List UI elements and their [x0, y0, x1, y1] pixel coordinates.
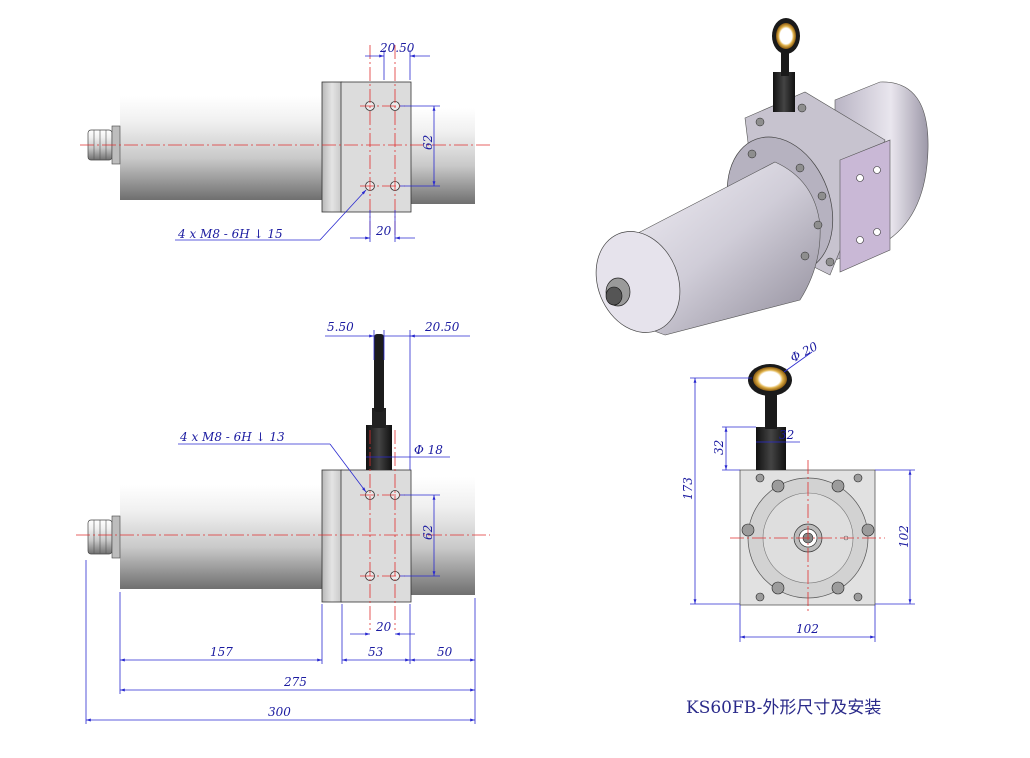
dim-flange-height: 102: [897, 525, 911, 548]
cylinder-body: [120, 485, 325, 589]
side-view: 5.50 20.50 Φ 18 4 x M8 - 6H ↓ 13 62 20 1…: [76, 320, 490, 724]
isometric-view: [595, 18, 929, 336]
rear-housing: [405, 108, 475, 204]
dim-slot-offset: 5.50: [327, 320, 354, 334]
dim-hole-spacing-h: 20: [375, 620, 392, 634]
flange-left: [321, 81, 343, 213]
dim-hole-spacing-v: 62: [421, 135, 435, 150]
dim-total-length-1: 275: [283, 675, 307, 689]
drawing-caption: KS60FB-外形尺寸及安装: [686, 698, 881, 718]
hole-note-side: 4 x M8 - 6H ↓ 13: [179, 430, 285, 444]
dim-body-length: 157: [210, 645, 233, 659]
flange-plate: [340, 81, 412, 213]
dim-flange-width: 53: [368, 645, 384, 659]
dim-clevis-height: 32: [712, 440, 726, 455]
dim-hole-spacing-v: 62: [421, 525, 435, 540]
cable-gland: [87, 515, 121, 559]
cylinder-body: [120, 96, 325, 200]
dim-total-length-2: 300: [268, 705, 291, 719]
rear-housing: [405, 477, 475, 595]
dim-flange-offset: 20.50: [379, 41, 415, 55]
dim-flange-width: 102: [796, 622, 819, 636]
dim-hole-spacing-h: 20: [375, 224, 392, 238]
rod-clevis: [366, 334, 392, 470]
flange-left: [321, 469, 343, 603]
dim-rod-diameter: Φ 18: [414, 443, 443, 457]
dim-total-height: 173: [681, 477, 695, 500]
dim-rear-length: 50: [437, 645, 453, 659]
dim-clevis-width: 32: [779, 428, 794, 442]
dim-eye-diameter: Φ 20: [788, 339, 820, 365]
end-view: Φ 20 32 32 173 102 102: [681, 339, 915, 642]
flange-plate: [340, 469, 412, 603]
dim-flange-offset: 20.50: [424, 320, 460, 334]
hole-note-top: 4 x M8 - 6H ↓ 15: [177, 227, 283, 241]
top-view: 20.50 62 20 4 x M8 - 6H ↓ 15: [80, 41, 490, 242]
